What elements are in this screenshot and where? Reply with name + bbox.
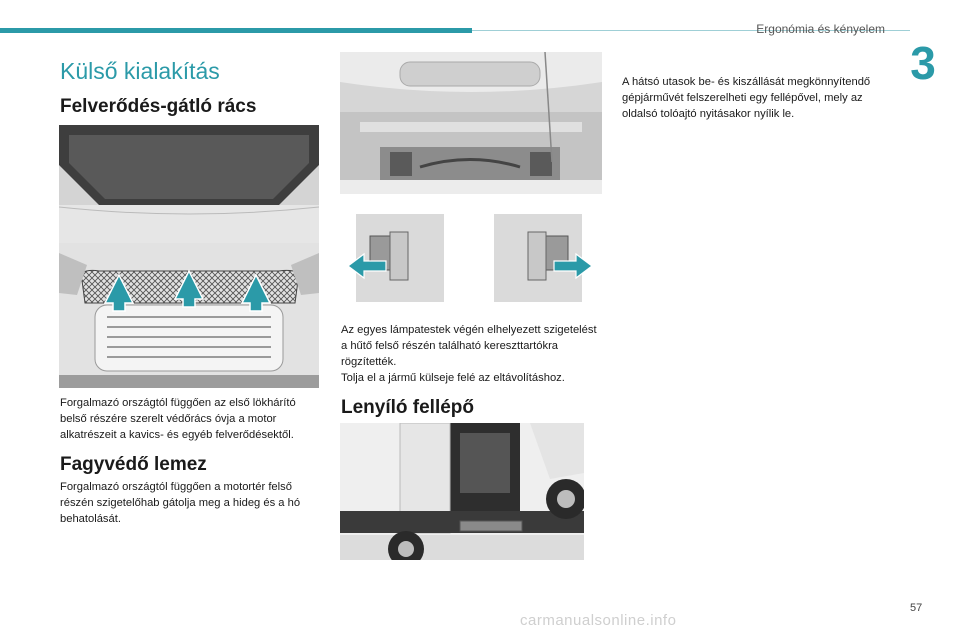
grille-heading: Felverődés-gátló rács [60,96,257,117]
grille-illustration [59,125,319,388]
header-accent-bar [0,28,472,33]
page-number: 57 [910,602,923,614]
lamp-detail-right [478,214,598,302]
lamp-detail-left [340,214,460,302]
chapter-number: 3 [910,37,936,89]
step-text: A hátsó utasok be- és kiszállását megkön… [622,76,871,120]
watermark: carmanualsonline.info [520,612,677,629]
frost-heading: Fagyvédő lemez [60,454,207,475]
section-title: Külső kialakítás [60,58,220,84]
grille-text: Forgalmazó országtól függően az első lök… [60,397,296,441]
radiator-illustration [340,52,602,194]
lamps-text: Az egyes lámpatestek végén elhelyezett s… [341,324,597,384]
step-heading: Lenyíló fellépő [341,397,475,418]
chapter-title: Ergonómia és kényelem [756,22,885,36]
header-rule [472,30,910,31]
frost-text: Forgalmazó országtól függően a motortér … [60,481,301,525]
running-board-illustration [340,423,584,560]
